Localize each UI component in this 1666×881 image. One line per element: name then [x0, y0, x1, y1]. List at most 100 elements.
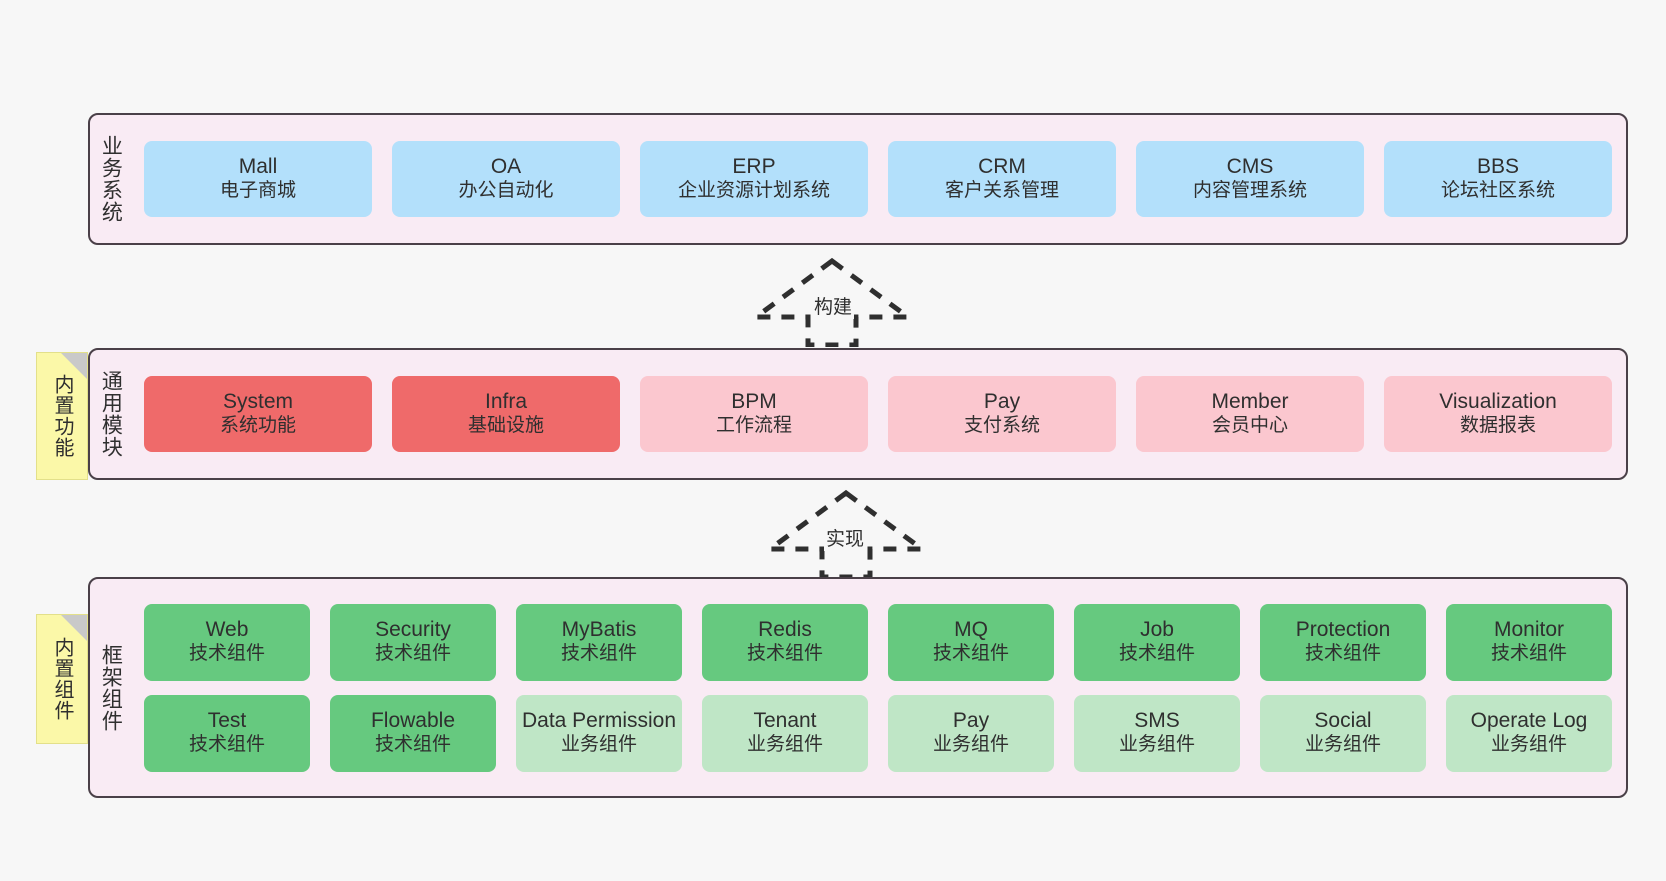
component-card-name: SMS: [1134, 709, 1180, 733]
component-card-name: Protection: [1295, 618, 1391, 642]
component-card-desc: 工作流程: [715, 415, 792, 437]
component-card-desc: 技术组件: [932, 643, 1009, 665]
component-card-desc: 业务组件: [1490, 734, 1567, 756]
component-card-desc: 数据报表: [1459, 415, 1536, 437]
layer-title-common-module: 通用模块: [99, 370, 123, 458]
component-card-desc: 技术组件: [746, 643, 823, 665]
component-card-name: BPM: [731, 390, 777, 414]
component-card-desc: 业务组件: [746, 734, 823, 756]
component-card-name: CRM: [978, 155, 1026, 179]
component-card-desc: 论坛社区系统: [1440, 180, 1555, 202]
layer-title-business-system: 业务系统: [99, 135, 123, 223]
sticky-note-builtin-function: 内置功能: [36, 352, 88, 480]
component-card-name: Data Permission: [521, 709, 677, 733]
component-card-name: Redis: [758, 618, 812, 642]
component-card-desc: 业务组件: [560, 734, 637, 756]
component-card-name: Visualization: [1439, 390, 1557, 414]
component-card-name: Job: [1140, 618, 1174, 642]
component-card-desc: 业务组件: [1304, 734, 1381, 756]
component-card-name: CMS: [1226, 155, 1274, 179]
component-card-name: Web: [205, 618, 249, 642]
component-card-desc: 技术组件: [188, 734, 265, 756]
component-card-name: Test: [207, 709, 247, 733]
arrow-implement-label: 实现: [824, 524, 867, 551]
component-card-desc: 业务组件: [932, 734, 1009, 756]
arrow-build-label: 构建: [812, 292, 855, 319]
component-card-name: System: [222, 390, 293, 414]
component-card-name: Pay: [983, 390, 1021, 414]
component-card-name: MQ: [954, 618, 988, 642]
component-card-desc: 系统功能: [219, 415, 296, 437]
component-card-desc: 技术组件: [1490, 643, 1567, 665]
component-card-name: Social: [1314, 709, 1372, 733]
component-card-desc: 基础设施: [467, 415, 544, 437]
component-card-desc: 技术组件: [560, 643, 637, 665]
component-card-name: Infra: [484, 390, 528, 414]
component-card-desc: 客户关系管理: [944, 180, 1059, 202]
component-card-desc: 技术组件: [1304, 643, 1381, 665]
component-card-desc: 内容管理系统: [1192, 180, 1307, 202]
component-card-name: BBS: [1476, 155, 1520, 179]
component-card-desc: 技术组件: [1118, 643, 1195, 665]
component-card-name: Security: [375, 618, 451, 642]
component-card-desc: 会员中心: [1211, 415, 1288, 437]
component-card-desc: 办公自动化: [458, 180, 554, 202]
component-card-desc: 电子商城: [219, 180, 296, 202]
component-card-desc: 技术组件: [188, 643, 265, 665]
sticky-note-builtin-component: 内置组件: [36, 614, 88, 744]
layer-title-framework-component: 框架组件: [99, 643, 123, 732]
component-card-desc: 技术组件: [374, 643, 451, 665]
component-card-name: Member: [1211, 390, 1289, 414]
component-card-name: Monitor: [1493, 618, 1565, 642]
component-card-name: Operate Log: [1470, 709, 1588, 733]
component-card-name: Pay: [952, 709, 990, 733]
component-card-desc: 企业资源计划系统: [677, 180, 830, 202]
component-card-name: OA: [490, 155, 522, 179]
component-card-name: Flowable: [370, 709, 456, 733]
component-card-desc: 技术组件: [374, 734, 451, 756]
component-card-name: MyBatis: [561, 618, 637, 642]
component-card-desc: 支付系统: [963, 415, 1040, 437]
component-card-name: Tenant: [753, 709, 817, 733]
component-card-name: Mall: [238, 155, 278, 179]
